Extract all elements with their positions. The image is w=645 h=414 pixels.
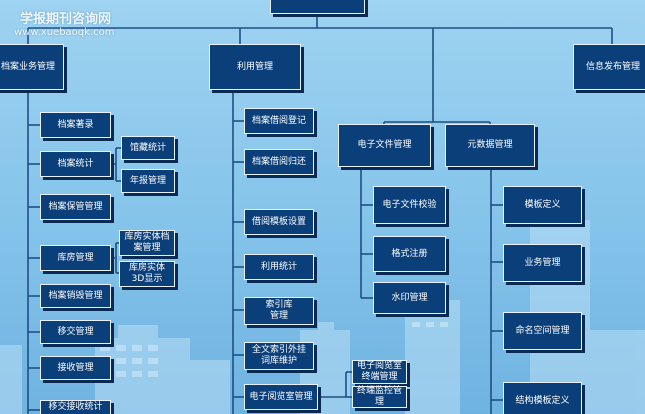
node-archive-business: 档案业务管理 — [0, 44, 64, 90]
node-business-mgmt: 业务管理 — [503, 244, 582, 282]
node-borrow-register: 档案借阅登记 — [244, 108, 314, 134]
node-transfer-receive-stats: 移交接收统计 — [40, 400, 111, 414]
node-warehouse: 库房管理 — [40, 245, 111, 271]
node-borrow-return: 档案借阅归还 — [244, 149, 314, 175]
node-terminal-monitor: 终端监控管理 — [352, 386, 407, 408]
watermark-site-name: 学报期刊咨询网 — [20, 12, 112, 27]
node-utilization: 利用管理 — [209, 44, 301, 90]
node-reading-terminal: 电子阅览室 终端管理 — [352, 360, 407, 384]
node-collection-stats: 馆藏统计 — [121, 136, 175, 160]
root-node — [270, 0, 365, 14]
node-warehouse-entity: 库房实体档 案管理 — [119, 230, 175, 256]
node-index-lib: 索引库 管理 — [244, 297, 314, 325]
node-archive-custody: 档案保管管理 — [40, 194, 111, 220]
node-info-release: 信息发布管理 — [573, 44, 645, 90]
node-file-check: 电子文件校验 — [373, 186, 446, 224]
node-archive-stats: 档案统计 — [40, 151, 111, 177]
node-struct-template: 结构模板定义 — [503, 382, 582, 414]
node-metadata: 元数据管理 — [445, 124, 535, 167]
node-annual-report: 年报管理 — [121, 169, 175, 193]
node-archive-catalog: 档案著录 — [40, 112, 111, 138]
node-template-def: 模板定义 — [503, 186, 582, 224]
node-namespace-mgmt: 命名空间管理 — [503, 312, 582, 350]
node-warehouse-3d: 库房实体 3D显示 — [119, 261, 175, 287]
node-watermark-mgmt: 水印管理 — [373, 282, 446, 314]
node-transfer: 移交管理 — [40, 320, 111, 344]
node-util-stats: 利用统计 — [244, 254, 314, 280]
node-reading-room: 电子阅览室管理 — [244, 384, 318, 410]
node-format-register: 格式注册 — [373, 236, 446, 272]
watermark-url: www.xuebaoqk.com — [14, 27, 115, 38]
node-borrow-template: 借阅模板设置 — [244, 209, 314, 235]
node-archive-destruction: 档案销毁管理 — [40, 284, 111, 308]
node-e-file: 电子文件管理 — [338, 124, 431, 167]
node-receive: 接收管理 — [40, 356, 111, 380]
node-fulltext-index: 全文索引外挂 词库维护 — [244, 342, 314, 370]
